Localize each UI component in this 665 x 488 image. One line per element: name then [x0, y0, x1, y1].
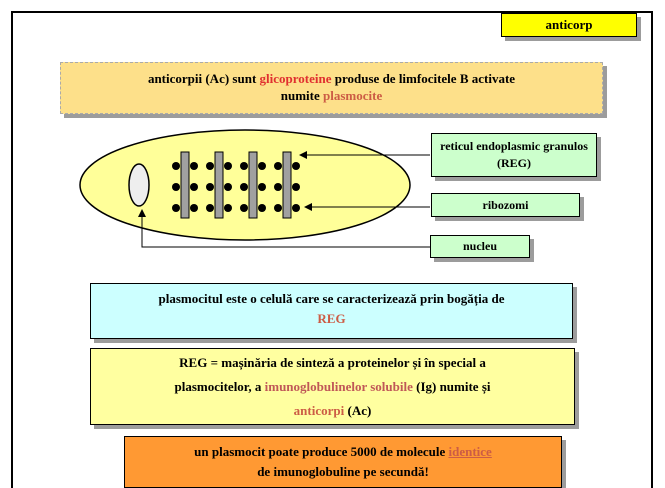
- reg-line3b: (Ac): [344, 403, 372, 418]
- ribosome-dot: [274, 183, 282, 191]
- ribosome-dot: [240, 162, 248, 170]
- ribosome-dot: [206, 204, 214, 212]
- reg-cisterna: [282, 151, 292, 219]
- production-line2: de imunoglobuline pe secundă!: [257, 464, 429, 479]
- topic-tag: anticorp: [501, 13, 637, 37]
- ribosome-dot: [224, 183, 232, 191]
- nucleus-shape: [128, 163, 150, 207]
- ribosome-dots: [172, 162, 300, 212]
- reg-definition: REG = mașinăria de sinteză a proteinelor…: [90, 348, 575, 425]
- ribosome-dot: [224, 162, 232, 170]
- definition-highlight-reg: REG: [317, 311, 346, 326]
- title-part1: anticorpii (Ac) sunt: [147, 71, 260, 86]
- reg-cisterna: [214, 151, 224, 219]
- ribosome-dot: [172, 183, 180, 191]
- ribosome-dot: [206, 162, 214, 170]
- reg-label: reticul endoplasmic granulos (REG): [431, 133, 597, 177]
- nucleus-label: nucleu: [430, 235, 530, 258]
- production-part1: un plasmocit poate produce 5000 de molec…: [194, 444, 449, 459]
- ribosome-dot: [240, 183, 248, 191]
- ribosome-dot: [258, 162, 266, 170]
- production-fact: un plasmocit poate produce 5000 de molec…: [124, 436, 562, 488]
- title-highlight-plasmocytes: plasmocite: [323, 88, 383, 103]
- production-highlight-identical: identice: [448, 444, 492, 459]
- reg-line2c: (Ig) numite și: [412, 379, 491, 394]
- ribosome-dot: [172, 204, 180, 212]
- ribosome-dot: [274, 204, 282, 212]
- reg-cisterna: [180, 151, 190, 219]
- reg-highlight-antibodies: anticorpi: [293, 403, 345, 418]
- slide-frame: [11, 11, 653, 488]
- ribosome-dot: [292, 204, 300, 212]
- ribosome-dot: [224, 204, 232, 212]
- plasmocyte-definition: plasmocitul este o celulă care se caract…: [90, 283, 573, 339]
- reg-cisterna: [248, 151, 258, 219]
- ribosome-label: ribozomi: [431, 193, 580, 217]
- ribosome-dot: [258, 204, 266, 212]
- ribosome-dot: [190, 204, 198, 212]
- reg-line2a: plasmocitelor, a: [174, 379, 265, 394]
- ribosome-dot: [172, 162, 180, 170]
- slide-title: anticorpii (Ac) sunt glicoproteine produ…: [60, 62, 603, 114]
- reg-cisternae: [180, 151, 292, 219]
- ribosome-dot: [274, 162, 282, 170]
- ribosome-dot: [292, 162, 300, 170]
- definition-text: plasmocitul este o celulă care se caract…: [158, 291, 505, 306]
- title-part3: numite: [280, 88, 324, 103]
- reg-line1: REG = mașinăria de sinteză a proteinelor…: [179, 355, 486, 370]
- ribosome-dot: [258, 183, 266, 191]
- nucleus-pointer: [138, 209, 430, 248]
- title-highlight-glycoproteins: glicoproteine: [259, 71, 332, 86]
- ribosome-dot: [240, 204, 248, 212]
- ribosome-dot: [190, 162, 198, 170]
- ribosome-dot: [190, 183, 198, 191]
- title-part2: produse de limfocitele B activate: [331, 71, 516, 86]
- reg-highlight-immunoglobulins: imunoglobulinelor solubile: [264, 379, 413, 394]
- ribosome-dot: [292, 183, 300, 191]
- ribosome-dot: [206, 183, 214, 191]
